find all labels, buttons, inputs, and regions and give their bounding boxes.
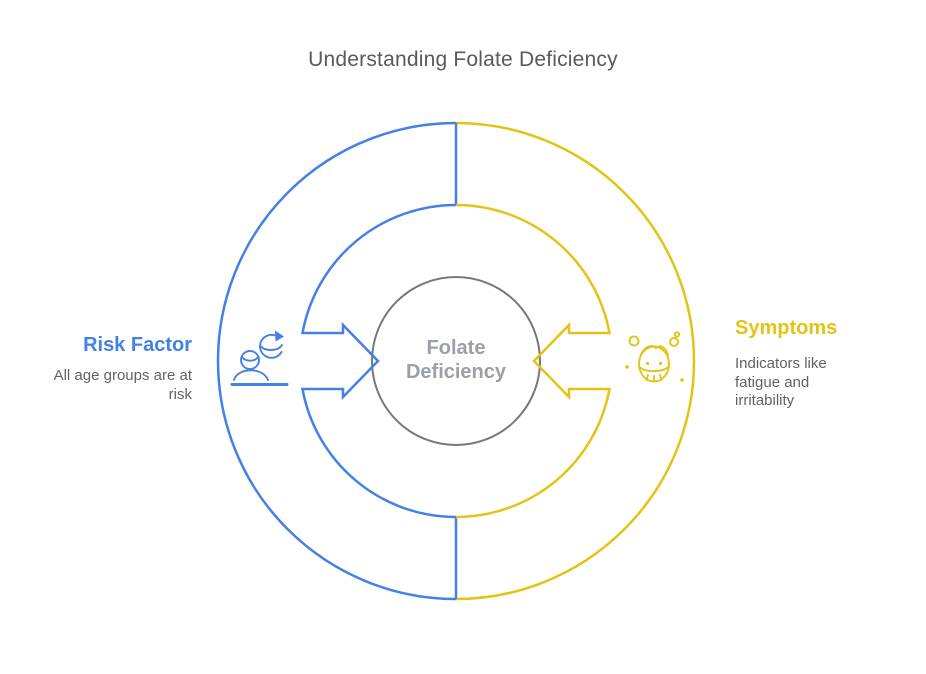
inner-arc-arrow-right bbox=[455, 203, 611, 519]
risk-factor-description: All age groups are at risk bbox=[53, 367, 192, 403]
sick-face-mask-icon bbox=[625, 331, 684, 383]
inner-arc-arrow-left bbox=[301, 203, 457, 519]
symptoms-block: Symptoms Indicators like fatigue and irr… bbox=[735, 317, 855, 411]
risk-factor-block: Risk Factor All age groups are at risk bbox=[32, 334, 192, 404]
outer-arc-right bbox=[455, 121, 696, 601]
center-circle bbox=[371, 276, 541, 446]
person-age-cycle-icon bbox=[230, 330, 289, 386]
symptoms-heading: Symptoms bbox=[735, 317, 838, 339]
outer-arc-left bbox=[216, 121, 457, 601]
symptoms-description: Indicators like fatigue and irritability bbox=[735, 355, 827, 409]
center-label: Folate Deficiency bbox=[405, 337, 507, 383]
risk-factor-heading: Risk Factor bbox=[83, 334, 192, 356]
page-title: Understanding Folate Deficiency bbox=[308, 48, 618, 71]
